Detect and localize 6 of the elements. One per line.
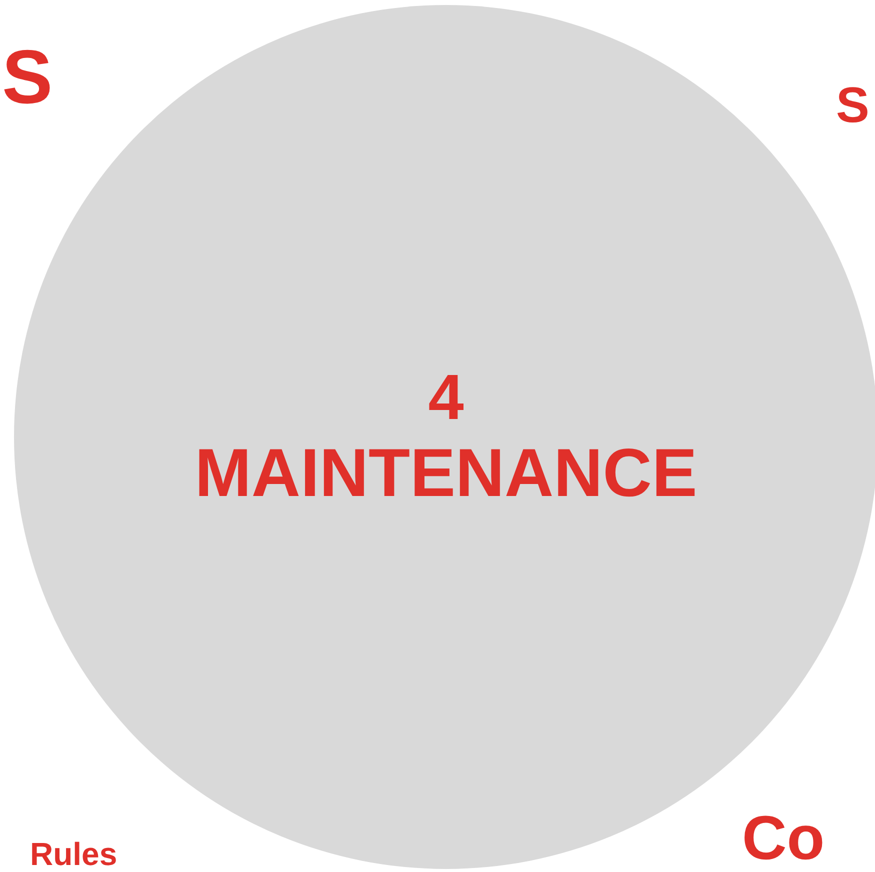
heading-text: S [836, 80, 870, 130]
node-title: MAINTENANCE [194, 434, 698, 513]
node-number: 4 [428, 361, 464, 433]
heading-text: S [2, 40, 53, 116]
heading-text: Co [742, 808, 825, 870]
heading-text: Rules [30, 838, 118, 870]
